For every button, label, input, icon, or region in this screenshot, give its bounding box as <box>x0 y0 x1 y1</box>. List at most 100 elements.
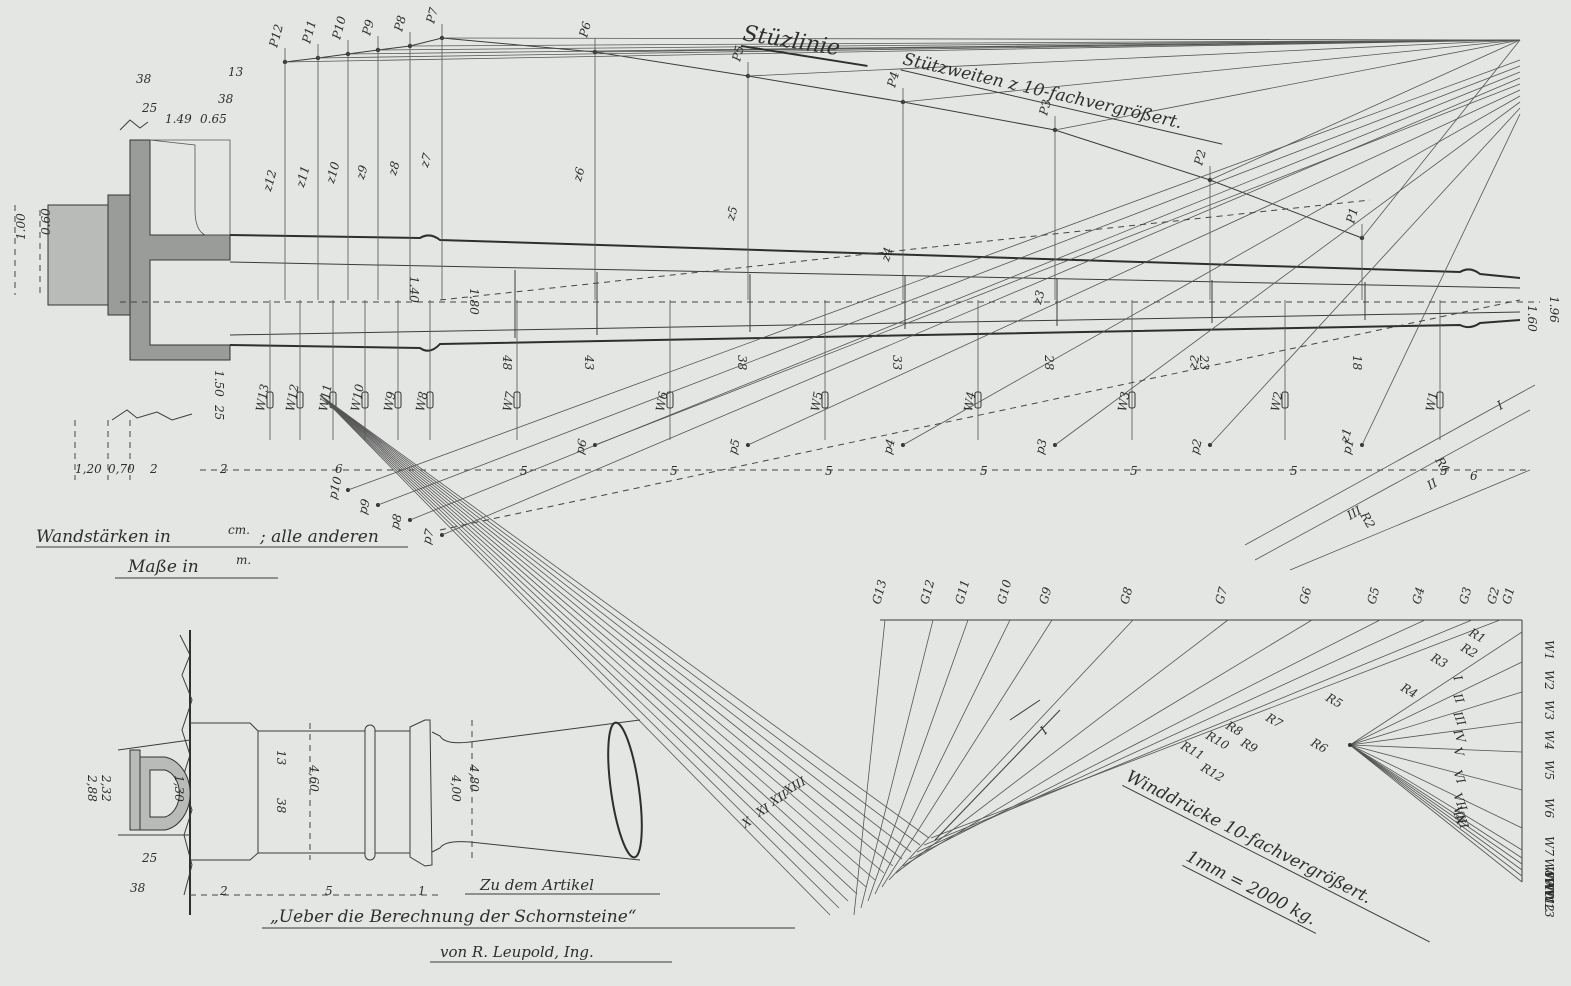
elevation-dim-d25: 25 <box>141 851 157 865</box>
resultant-label: R7 <box>1263 710 1286 731</box>
support-span-label: z1 <box>1337 427 1354 445</box>
elevation-dim-d38b: 38 <box>130 881 146 895</box>
polygon-wind-label: W9 <box>1542 866 1556 886</box>
lower-point-label: p4 <box>880 437 897 455</box>
wall-thickness-label: 43 <box>582 354 596 371</box>
support-span-label: z3 <box>1030 288 1047 306</box>
resultant-number: XI <box>753 801 773 820</box>
dimension-label-d2b: 2 <box>219 462 228 476</box>
pole-ray <box>1349 744 1523 865</box>
segment-length-label: 5 <box>1290 464 1298 478</box>
pole-ray-number: I <box>1450 672 1465 682</box>
weight-label: G5 <box>1364 586 1382 606</box>
lower-point-label: p7 <box>419 527 437 546</box>
small-ray <box>1289 469 1531 571</box>
dimension-label-d38a: 38 <box>136 72 152 86</box>
lower-point-label: p10 <box>325 475 345 501</box>
resultant-label: R12 <box>1198 760 1227 785</box>
resultant-ray <box>319 394 921 846</box>
wind-load-label: W1 <box>1423 390 1440 412</box>
resultant-line <box>923 619 1473 846</box>
wind-arrow-icon <box>1128 391 1136 409</box>
closing-line-I <box>934 709 1061 841</box>
resultant-ray <box>319 394 885 874</box>
resultant-ray <box>319 394 867 888</box>
pole-ray-number: V <box>1450 745 1467 759</box>
resultant-ray <box>319 394 930 839</box>
resultant-ray <box>319 394 831 916</box>
support-span-label: z2 <box>1185 354 1202 372</box>
wind-arrow-icon <box>666 391 674 409</box>
weight-label: G1 <box>1499 586 1517 606</box>
dimension-label-d140: 1.40 <box>407 276 421 303</box>
lower-point-label: p8 <box>387 512 405 531</box>
chimney-base-wall <box>129 139 231 361</box>
pole-ray <box>1349 744 1523 883</box>
small-roman-label: II <box>1424 476 1440 493</box>
small-ray <box>1254 409 1531 561</box>
support-point-label: P5 <box>729 44 747 64</box>
dimension-label-d150: 1.50 <box>212 370 226 397</box>
funicular-ray <box>594 39 1521 53</box>
elevation-dim-d288: 2,88 <box>85 774 99 802</box>
funicular-ray <box>377 65 1521 506</box>
pole-ray-number: VI <box>1450 768 1468 786</box>
foundation-section <box>47 119 231 421</box>
funicular-ray <box>1361 113 1521 446</box>
resultant-ray <box>319 394 894 867</box>
closing-line <box>439 199 1371 301</box>
wind-load-label: W6 <box>653 390 670 412</box>
polygon-wind-label: W3 <box>1542 700 1556 720</box>
closing-line <box>439 299 1521 531</box>
resultant-label: R9 <box>1238 735 1261 756</box>
support-point-label: P1 <box>1343 206 1361 226</box>
resultant-label: R6 <box>1308 735 1331 756</box>
funicular-ray <box>1361 39 1521 239</box>
wind-load-label: W13 <box>253 383 272 413</box>
polygon-wind-label: W10 <box>1542 872 1556 900</box>
title-main: Stüzlinie <box>741 21 842 61</box>
weight-label: G6 <box>1296 585 1314 606</box>
segment-length-label: 5 <box>1130 464 1138 478</box>
resultant-line <box>860 619 934 909</box>
dimension-label-d100: 1.00 <box>14 213 28 240</box>
wind-arrow-icon <box>426 391 434 409</box>
wall-thickness-label: 23 <box>1197 354 1211 371</box>
wind-load-label: W5 <box>808 390 825 412</box>
lower-point-label: p6 <box>572 437 590 456</box>
funicular-ray <box>441 37 1521 41</box>
funicular-ray <box>747 39 1521 77</box>
funicular-ray <box>1054 101 1521 446</box>
polygon-wind-label: W13 <box>1542 890 1556 918</box>
funicular-ray <box>594 83 1521 446</box>
lower-point-label: p3 <box>1032 437 1050 456</box>
resultant-line <box>902 619 1313 867</box>
wind-load-label: W4 <box>961 390 978 412</box>
polygon-wind-label: W6 <box>1542 798 1556 818</box>
funicular-ray <box>284 39 1521 63</box>
concrete-foundation <box>47 204 109 306</box>
article-title: „Ueber die Berechnung der Schornsteine“ <box>270 907 637 927</box>
wind-arrow-icon <box>513 391 521 409</box>
resultant-ray <box>319 394 876 881</box>
wall-thickness-label: 18 <box>1350 355 1364 371</box>
flue-inlet <box>149 139 231 236</box>
dimension-label-d060: 0.60 <box>39 208 53 235</box>
resultant-line <box>881 619 1053 888</box>
wind-arrow-icon <box>1436 391 1444 409</box>
weight-label: G4 <box>1409 586 1427 606</box>
construction-line <box>1009 699 1041 721</box>
elevation-dim-d400: 4,00 <box>449 774 463 802</box>
support-point-label: P12 <box>266 23 286 50</box>
segment-length-label: 5 <box>825 464 833 478</box>
wind-arrow-icon <box>361 391 369 409</box>
dimension-label-d070: 0,70 <box>108 462 135 476</box>
support-span-label: z9 <box>353 163 370 181</box>
dimension-label-d149: 1.49 <box>165 112 192 126</box>
support-point-label: P6 <box>576 20 594 40</box>
funicular-ray <box>317 39 1521 59</box>
pole-ray-number: II <box>1450 690 1467 705</box>
polygon-wind-label: W2 <box>1542 670 1556 690</box>
article-caption: Zu dem Artikel „Ueber die Berechnung der… <box>262 876 795 963</box>
wind-arrow-icon <box>394 391 402 409</box>
